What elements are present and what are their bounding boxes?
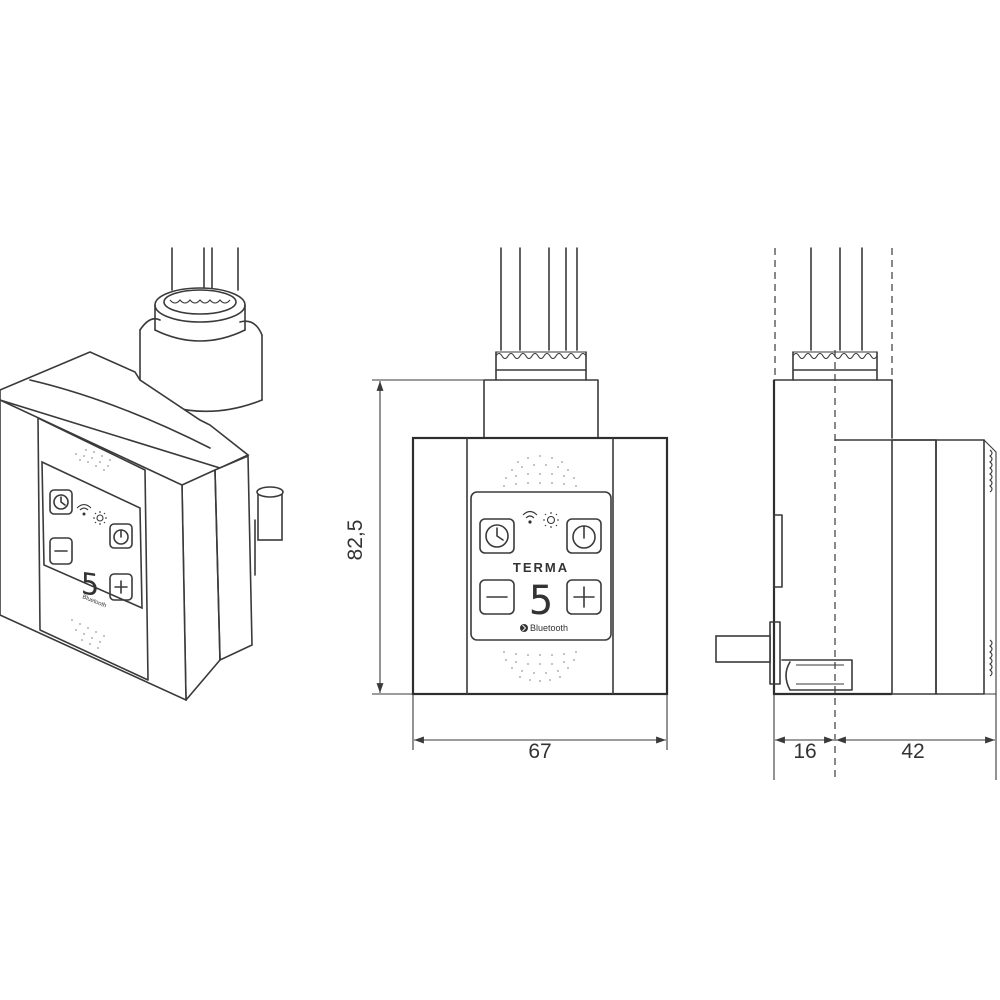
iso-power-icon (109, 523, 133, 549)
clock-button[interactable] (479, 518, 515, 554)
iso-clock-icon (49, 489, 73, 515)
front-cable (500, 247, 578, 351)
isometric-view: 5 Bluetooth (0, 247, 284, 702)
power-button[interactable] (566, 518, 602, 554)
front-thread (495, 351, 587, 381)
iso-plus-icon (109, 573, 133, 601)
side-cable-hidden (774, 248, 893, 380)
iso-wireless-icon (76, 503, 92, 516)
front-speaker-top (503, 455, 577, 487)
iso-sun-icon (93, 511, 107, 525)
brand-label: TERMA (513, 560, 569, 575)
clock-icon (485, 524, 509, 548)
plus-icon (573, 586, 595, 608)
front-speaker-bottom (503, 651, 577, 682)
front-panel-borders (466, 437, 614, 695)
iso-speaker-bottom (71, 619, 105, 649)
width-dimension: 67 (412, 694, 668, 763)
front-view: TERMA 5 Bluetooth 82,5 67 (344, 247, 669, 763)
width-dimension-label: 67 (528, 740, 551, 763)
depth-front-label: 16 (793, 740, 816, 763)
wireless-icon (522, 510, 538, 524)
iso-display-digit: 5 (81, 567, 99, 604)
front-body (411, 436, 669, 696)
side-cable (810, 247, 863, 351)
iso-speaker-top (75, 449, 111, 471)
front-control-panel: TERMA 5 Bluetooth (470, 491, 612, 641)
depth-dimension: 16 42 (773, 694, 997, 780)
height-dimension: 82,5 (344, 379, 484, 695)
minus-button[interactable] (479, 579, 515, 615)
side-view: 16 42 (715, 247, 997, 780)
bluetooth-label: Bluetooth (530, 623, 568, 633)
depth-body-label: 42 (901, 740, 924, 763)
bluetooth-icon (520, 624, 528, 632)
plus-button[interactable] (566, 579, 602, 615)
display-digit: 5 (529, 578, 553, 624)
side-knob (715, 635, 853, 691)
side-body (769, 379, 997, 696)
front-neck (483, 379, 599, 439)
sun-icon (543, 512, 559, 528)
iso-cable (171, 247, 239, 293)
iso-minus-icon (49, 537, 73, 565)
height-dimension-label: 82,5 (344, 520, 367, 561)
iso-panel: 5 Bluetooth (41, 449, 143, 649)
